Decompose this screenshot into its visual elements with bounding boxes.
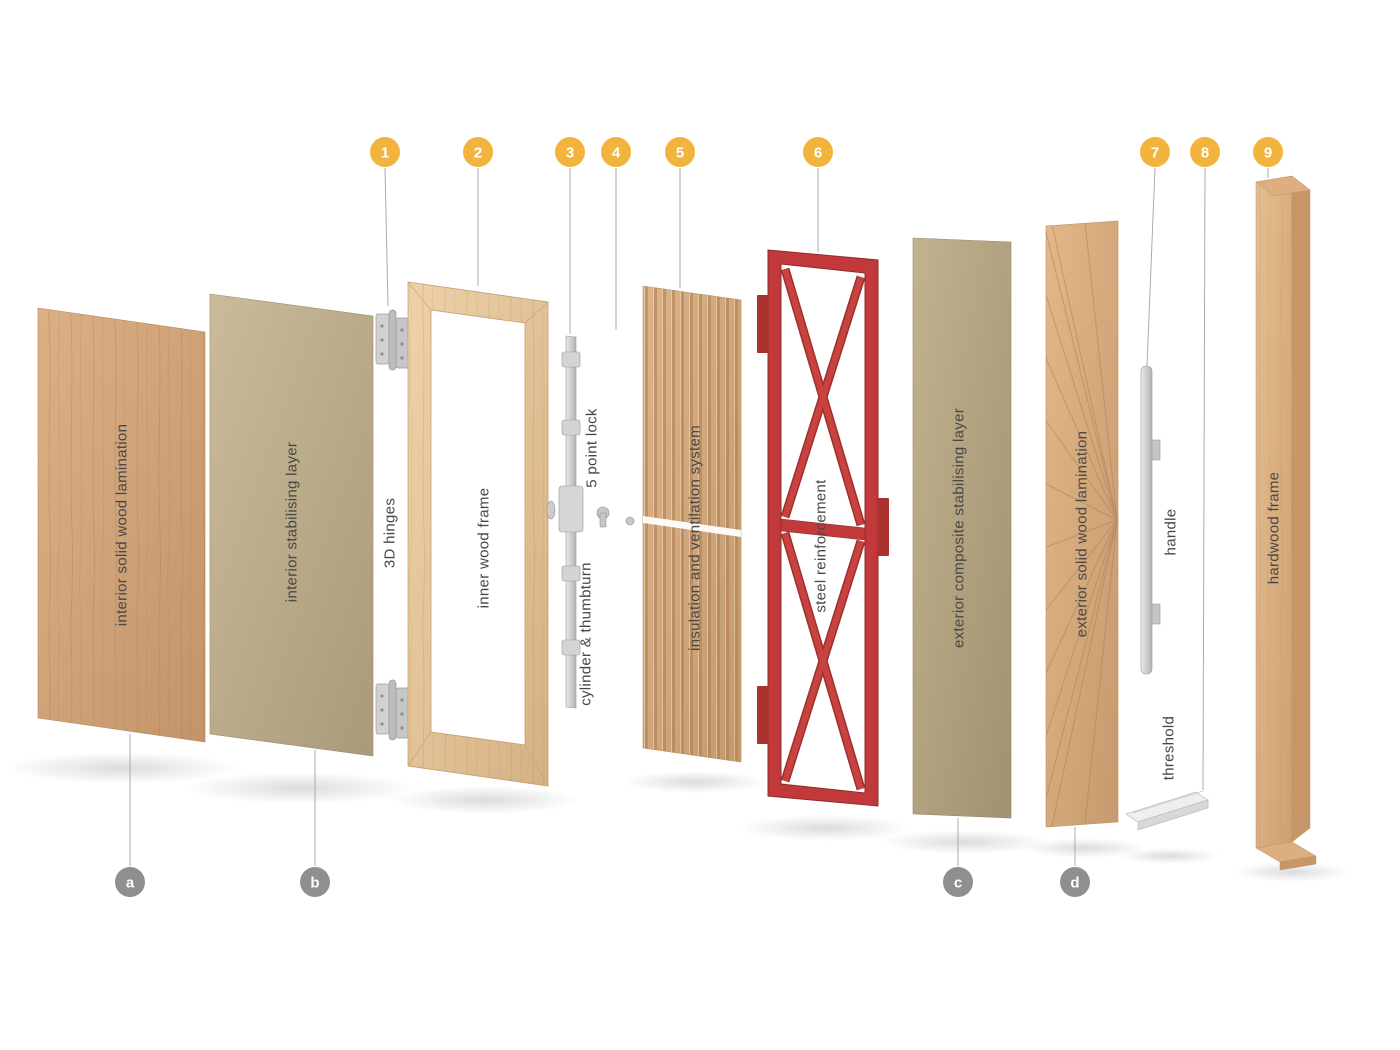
panel-interior-stabilising-layer: interior stabilising layer [209, 293, 374, 757]
callout-7: 7 [1140, 137, 1170, 167]
callout-2-label: 2 [474, 144, 482, 161]
label-hardwood-frame: hardwood frame [1265, 472, 1282, 585]
label-interior-solid-wood-lamination: interior solid wood lamination [113, 424, 130, 626]
callout-d: d [1060, 867, 1090, 897]
hinge-top-icon [375, 309, 410, 371]
label-exterior-composite-stabilising-layer: exterior composite stabilising layer [950, 408, 967, 648]
steel-tab [757, 686, 769, 744]
steel-tab [877, 498, 889, 556]
callout-6: 6 [803, 137, 833, 167]
frame-joints [407, 281, 549, 787]
sunburst-grain [1046, 221, 1118, 827]
floor-shadows [7, 752, 1350, 882]
callout-8: 8 [1190, 137, 1220, 167]
callout-5-label: 5 [676, 144, 684, 161]
frame-side [1291, 175, 1311, 843]
label-cylinder-thumbturn: cylinder & thumbturn [577, 562, 594, 706]
shadow [185, 772, 415, 804]
callout-2: 2 [463, 137, 493, 167]
panel-face [912, 237, 1012, 819]
shadow [740, 815, 910, 841]
part-hardwood-frame: hardwood frame [1255, 175, 1317, 871]
callout-3-label: 3 [566, 144, 574, 161]
part-inner-wood-frame: inner wood frame [407, 281, 549, 787]
panel-exterior-solid-wood-lamination: exterior solid wood lamination [1045, 220, 1119, 828]
shadow [1234, 862, 1350, 882]
label-steel-reinforcement: steel reinforcement [812, 479, 829, 613]
frame-top-cap [1255, 175, 1311, 197]
label-inner-wood-frame: inner wood frame [475, 488, 492, 609]
shadow [623, 771, 767, 793]
wood-grain [1256, 176, 1292, 848]
callout-4: 4 [601, 137, 631, 167]
threshold-groove [1132, 790, 1204, 814]
wood-grain [38, 308, 205, 742]
numbered-callouts: 1 2 3 4 5 6 7 8 [370, 137, 1283, 167]
lock-case [558, 485, 584, 533]
letter-callouts: a b c d [115, 867, 1090, 897]
lock-bolt [561, 639, 581, 656]
callout-9: 9 [1253, 137, 1283, 167]
steel-frame [767, 249, 879, 807]
label-handle: handle [1162, 509, 1179, 556]
handle-bar [1140, 365, 1153, 675]
hinge-bottom-icon [375, 679, 410, 741]
callout-b: b [300, 867, 330, 897]
shadow [1023, 838, 1147, 858]
handle-standoff [1150, 439, 1161, 461]
callout-a: a [115, 867, 145, 897]
part-steel-reinforcement: steel reinforcement [757, 249, 889, 807]
threshold-front [1137, 799, 1209, 831]
part-lock-hardware: 5 point lock cylinder & thumbturn [546, 335, 635, 709]
steel-midbar [780, 518, 866, 541]
panel-face [1045, 220, 1119, 828]
callout-7-label: 7 [1151, 144, 1159, 161]
label-3d-hinges: 3D hinges [381, 498, 398, 568]
wood-grain [408, 282, 548, 786]
callout-4-label: 4 [612, 144, 621, 161]
panel-seam [643, 516, 741, 537]
panel-interior-solid-wood-lamination: interior solid wood lamination [37, 307, 206, 743]
lock-bolt [561, 351, 581, 368]
callout-a-label: a [126, 874, 135, 891]
lock-bolt [561, 565, 581, 582]
callout-c: c [943, 867, 973, 897]
callout-8-label: 8 [1201, 144, 1209, 161]
handle-standoff [1150, 603, 1161, 625]
part-threshold: threshold [1125, 716, 1209, 831]
label-exterior-solid-wood-lamination: exterior solid wood lamination [1073, 431, 1090, 638]
label-threshold: threshold [1160, 716, 1177, 780]
callout-d-label: d [1070, 874, 1079, 891]
callout-3: 3 [555, 137, 585, 167]
shadow [7, 752, 237, 784]
spindle-icon [625, 516, 635, 526]
panel-face [209, 293, 374, 757]
cylinder-body [599, 512, 607, 528]
shadow [880, 830, 1050, 854]
steel-braces [782, 268, 864, 790]
callout-1-label: 1 [381, 144, 389, 161]
callout-6-label: 6 [814, 144, 822, 161]
label-insulation-ventilation: insulation and ventilation system [686, 425, 703, 651]
callout-b-label: b [310, 874, 319, 891]
callout-1: 1 [370, 137, 400, 167]
callout-9-label: 9 [1264, 144, 1272, 161]
shadow [1120, 848, 1220, 864]
callout-c-label: c [954, 874, 962, 891]
thumbturn-icon [546, 500, 556, 520]
part-3d-hinges: 3D hinges [375, 309, 410, 741]
frame-foot-front [1279, 855, 1317, 871]
steel-tab [757, 295, 769, 353]
part-handle: handle [1140, 365, 1179, 675]
lock-bolt [561, 419, 581, 436]
label-interior-stabilising-layer: interior stabilising layer [283, 442, 300, 602]
leader-lines [129, 167, 1269, 866]
label-5-point-lock: 5 point lock [583, 408, 600, 488]
panel-exterior-composite-stabilising-layer: exterior composite stabilising layer [912, 237, 1012, 819]
panel-insulation-ventilation: insulation and ventilation system [642, 285, 742, 763]
shadow [390, 786, 580, 814]
callout-5: 5 [665, 137, 695, 167]
